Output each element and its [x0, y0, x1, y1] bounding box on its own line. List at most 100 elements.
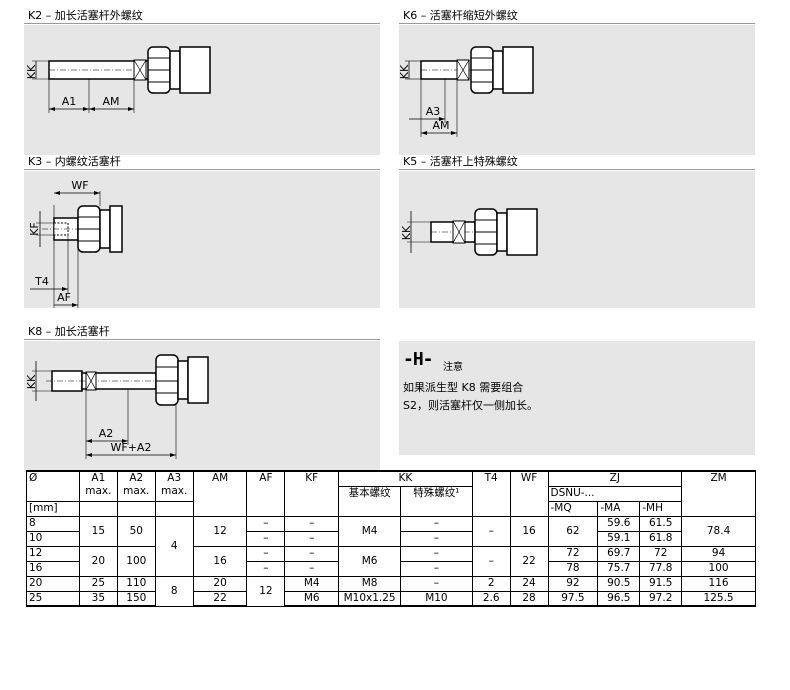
table-cell: [116, 500, 156, 517]
note-icon: -H-: [403, 349, 433, 370]
table-cell: 92: [547, 575, 599, 592]
table-cell: 91.5: [639, 575, 683, 592]
header-unit: [mm]: [26, 500, 80, 517]
table-cell: –: [284, 560, 340, 577]
table-row: 10 – – – 59.1 61.8: [26, 530, 756, 547]
table-cell: –: [246, 545, 286, 562]
header-diameter: Ø: [26, 470, 80, 502]
drawing-k3: WF KF T4 AF: [24, 171, 380, 308]
panel-title: K5 – 活塞杆上特殊螺纹: [399, 154, 755, 170]
panel-k8: K8 – 加长活塞杆 KK A2 WF+A2: [24, 324, 380, 472]
dim-wf: WF: [71, 179, 88, 192]
dim-kk: KK: [25, 374, 38, 389]
table-cell: 150: [116, 590, 156, 607]
table-cell: 62: [547, 515, 599, 547]
table-cell: –: [284, 515, 340, 532]
note-box: -H- 注意 如果派生型 K8 需要组合 S2，则活塞杆仅一侧加长。: [399, 341, 755, 455]
panel-title: K6 – 活塞杆缩短外螺纹: [399, 8, 755, 24]
note-line-2: S2，则活塞杆仅一侧加长。: [403, 399, 538, 412]
k6-diagram: KK A3 AM: [399, 46, 534, 137]
panel-k5: K5 – 活塞杆上特殊螺纹 KK: [399, 154, 755, 308]
dim-a2: A2: [99, 427, 114, 440]
table-cell: 20: [192, 575, 248, 592]
table-cell: 16: [26, 560, 80, 577]
dim-a3: A3: [426, 105, 441, 118]
header-zj-mq: -MQ: [547, 500, 599, 517]
table-cell: M8: [338, 575, 402, 592]
table-cell: 72: [547, 545, 599, 562]
table-cell: –: [284, 545, 340, 562]
table-cell: 25: [78, 575, 118, 592]
table-cell: 72: [639, 545, 683, 562]
drawing-k5: KK: [399, 171, 755, 308]
table-cell: 50: [116, 515, 156, 547]
header-kf: KF: [284, 470, 340, 517]
table-cell: 59.1: [597, 530, 641, 547]
table-cell: M4: [284, 575, 340, 592]
table-cell: M4: [338, 515, 402, 547]
table-cell: 25: [26, 590, 80, 607]
table-cell: 16: [192, 545, 248, 577]
table-cell: 78: [547, 560, 599, 577]
dim-kk: KK: [399, 64, 411, 79]
note-title: 注意: [443, 362, 463, 373]
table-cell: 100: [681, 560, 756, 577]
table-cell: –: [246, 560, 286, 577]
panel-title: K8 – 加长活塞杆: [24, 324, 380, 340]
dim-kf: KF: [28, 222, 41, 236]
table-cell: –: [246, 530, 286, 547]
table-row: 25 35 150 22 M6 M10x1.25 M10 2.6 28 97.5…: [26, 590, 756, 607]
header-zj-prefix: DSNU-...: [547, 485, 683, 502]
table-cell: M10x1.25: [338, 590, 402, 607]
table-cell: 77.8: [639, 560, 683, 577]
header-af: AF: [246, 470, 286, 517]
dim-am: AM: [432, 119, 449, 132]
table-cell: 94: [681, 545, 756, 562]
header-wf: WF: [509, 470, 549, 517]
table-cell: 8: [154, 575, 194, 607]
header-kk-basic: 基本螺纹: [338, 485, 402, 517]
header-zj-mh: -MH: [639, 500, 683, 517]
table-cell: 61.5: [639, 515, 683, 532]
drawing-k8: KK A2 WF+A2: [24, 341, 380, 472]
table-cell: 16: [509, 515, 549, 547]
table-cell: –: [471, 545, 511, 577]
table-cell: 96.5: [597, 590, 641, 607]
table-cell: [78, 500, 118, 517]
table-cell: 15: [78, 515, 118, 547]
table-cell: –: [400, 575, 473, 592]
table-cell: 20: [78, 545, 118, 577]
drawing-k2: KK A1 AM: [24, 25, 380, 155]
panel-title: K3 – 内螺纹活塞杆: [24, 154, 380, 170]
panel-title: K2 – 加长活塞杆外螺纹: [24, 8, 380, 24]
table-cell: 24: [509, 575, 549, 592]
header-kk-special: 特殊螺纹¹: [400, 485, 473, 517]
table-cell: 28: [509, 590, 549, 607]
table-cell: 12: [26, 545, 80, 562]
table-cell: 20: [26, 575, 80, 592]
table-cell: 59.6: [597, 515, 641, 532]
table-cell: 100: [116, 545, 156, 577]
drawing-k6: KK A3 AM: [399, 25, 755, 155]
table-cell: 69.7: [597, 545, 641, 562]
table-cell: 75.7: [597, 560, 641, 577]
table-cell: –: [400, 560, 473, 577]
table-cell: –: [400, 545, 473, 562]
table-cell: –: [471, 515, 511, 547]
table-cell: 12: [192, 515, 248, 547]
dim-kk: KK: [25, 64, 38, 79]
table-cell: 12: [246, 575, 286, 607]
table-cell: 97.5: [547, 590, 599, 607]
table-cell: 97.2: [639, 590, 683, 607]
table-cell: [154, 500, 194, 517]
table-cell: –: [246, 515, 286, 532]
table-cell: 22: [192, 590, 248, 607]
dim-am: AM: [102, 95, 119, 108]
table-cell: 78.4: [681, 515, 756, 547]
panel-k6: K6 – 活塞杆缩短外螺纹 KK A3 AM: [399, 8, 755, 155]
dim-kk: KK: [400, 225, 413, 240]
panel-k2: K2 – 加长活塞杆外螺纹 KK A1 AM: [24, 8, 380, 155]
